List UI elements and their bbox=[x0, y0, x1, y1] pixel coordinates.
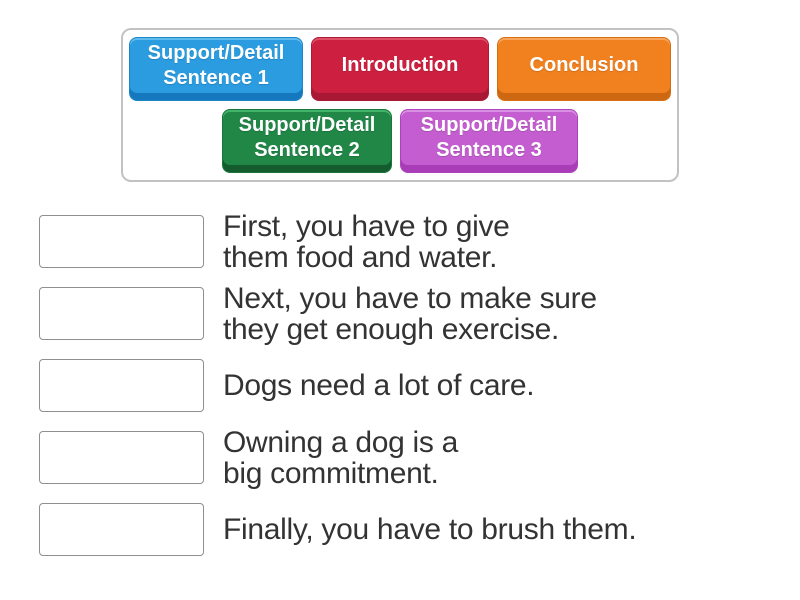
drop-zone-3[interactable] bbox=[39, 359, 204, 412]
sentence-text-4: Owning a dog is a big commitment. bbox=[223, 425, 459, 490]
sentence-text-5: Finally, you have to brush them. bbox=[223, 513, 637, 546]
match-row: Owning a dog is a big commitment. bbox=[39, 427, 458, 489]
tile-conclusion[interactable]: Conclusion bbox=[497, 37, 671, 101]
match-row: First, you have to give them food and wa… bbox=[39, 211, 510, 273]
tray-row-bottom: Support/Detail Sentence 2 Support/Detail… bbox=[222, 109, 578, 173]
drop-zone-2[interactable] bbox=[39, 287, 204, 340]
tile-support-detail-sentence-1[interactable]: Support/Detail Sentence 1 bbox=[129, 37, 303, 101]
tile-support-detail-sentence-2[interactable]: Support/Detail Sentence 2 bbox=[222, 109, 392, 173]
sentence-text-1: First, you have to give them food and wa… bbox=[223, 209, 510, 274]
match-row: Finally, you have to brush them. bbox=[39, 503, 637, 556]
sentence-text-2: Next, you have to make sure they get eno… bbox=[223, 281, 597, 346]
match-row: Next, you have to make sure they get eno… bbox=[39, 283, 597, 345]
drop-zone-5[interactable] bbox=[39, 503, 204, 556]
match-row: Dogs need a lot of care. bbox=[39, 359, 535, 412]
drop-zone-1[interactable] bbox=[39, 215, 204, 268]
sentence-text-3: Dogs need a lot of care. bbox=[223, 369, 535, 402]
tray-row-top: Support/Detail Sentence 1 Introduction C… bbox=[129, 37, 671, 101]
answer-tray: Support/Detail Sentence 1 Introduction C… bbox=[121, 28, 679, 182]
drop-zone-4[interactable] bbox=[39, 431, 204, 484]
tile-support-detail-sentence-3[interactable]: Support/Detail Sentence 3 bbox=[400, 109, 578, 173]
tile-introduction[interactable]: Introduction bbox=[311, 37, 489, 101]
